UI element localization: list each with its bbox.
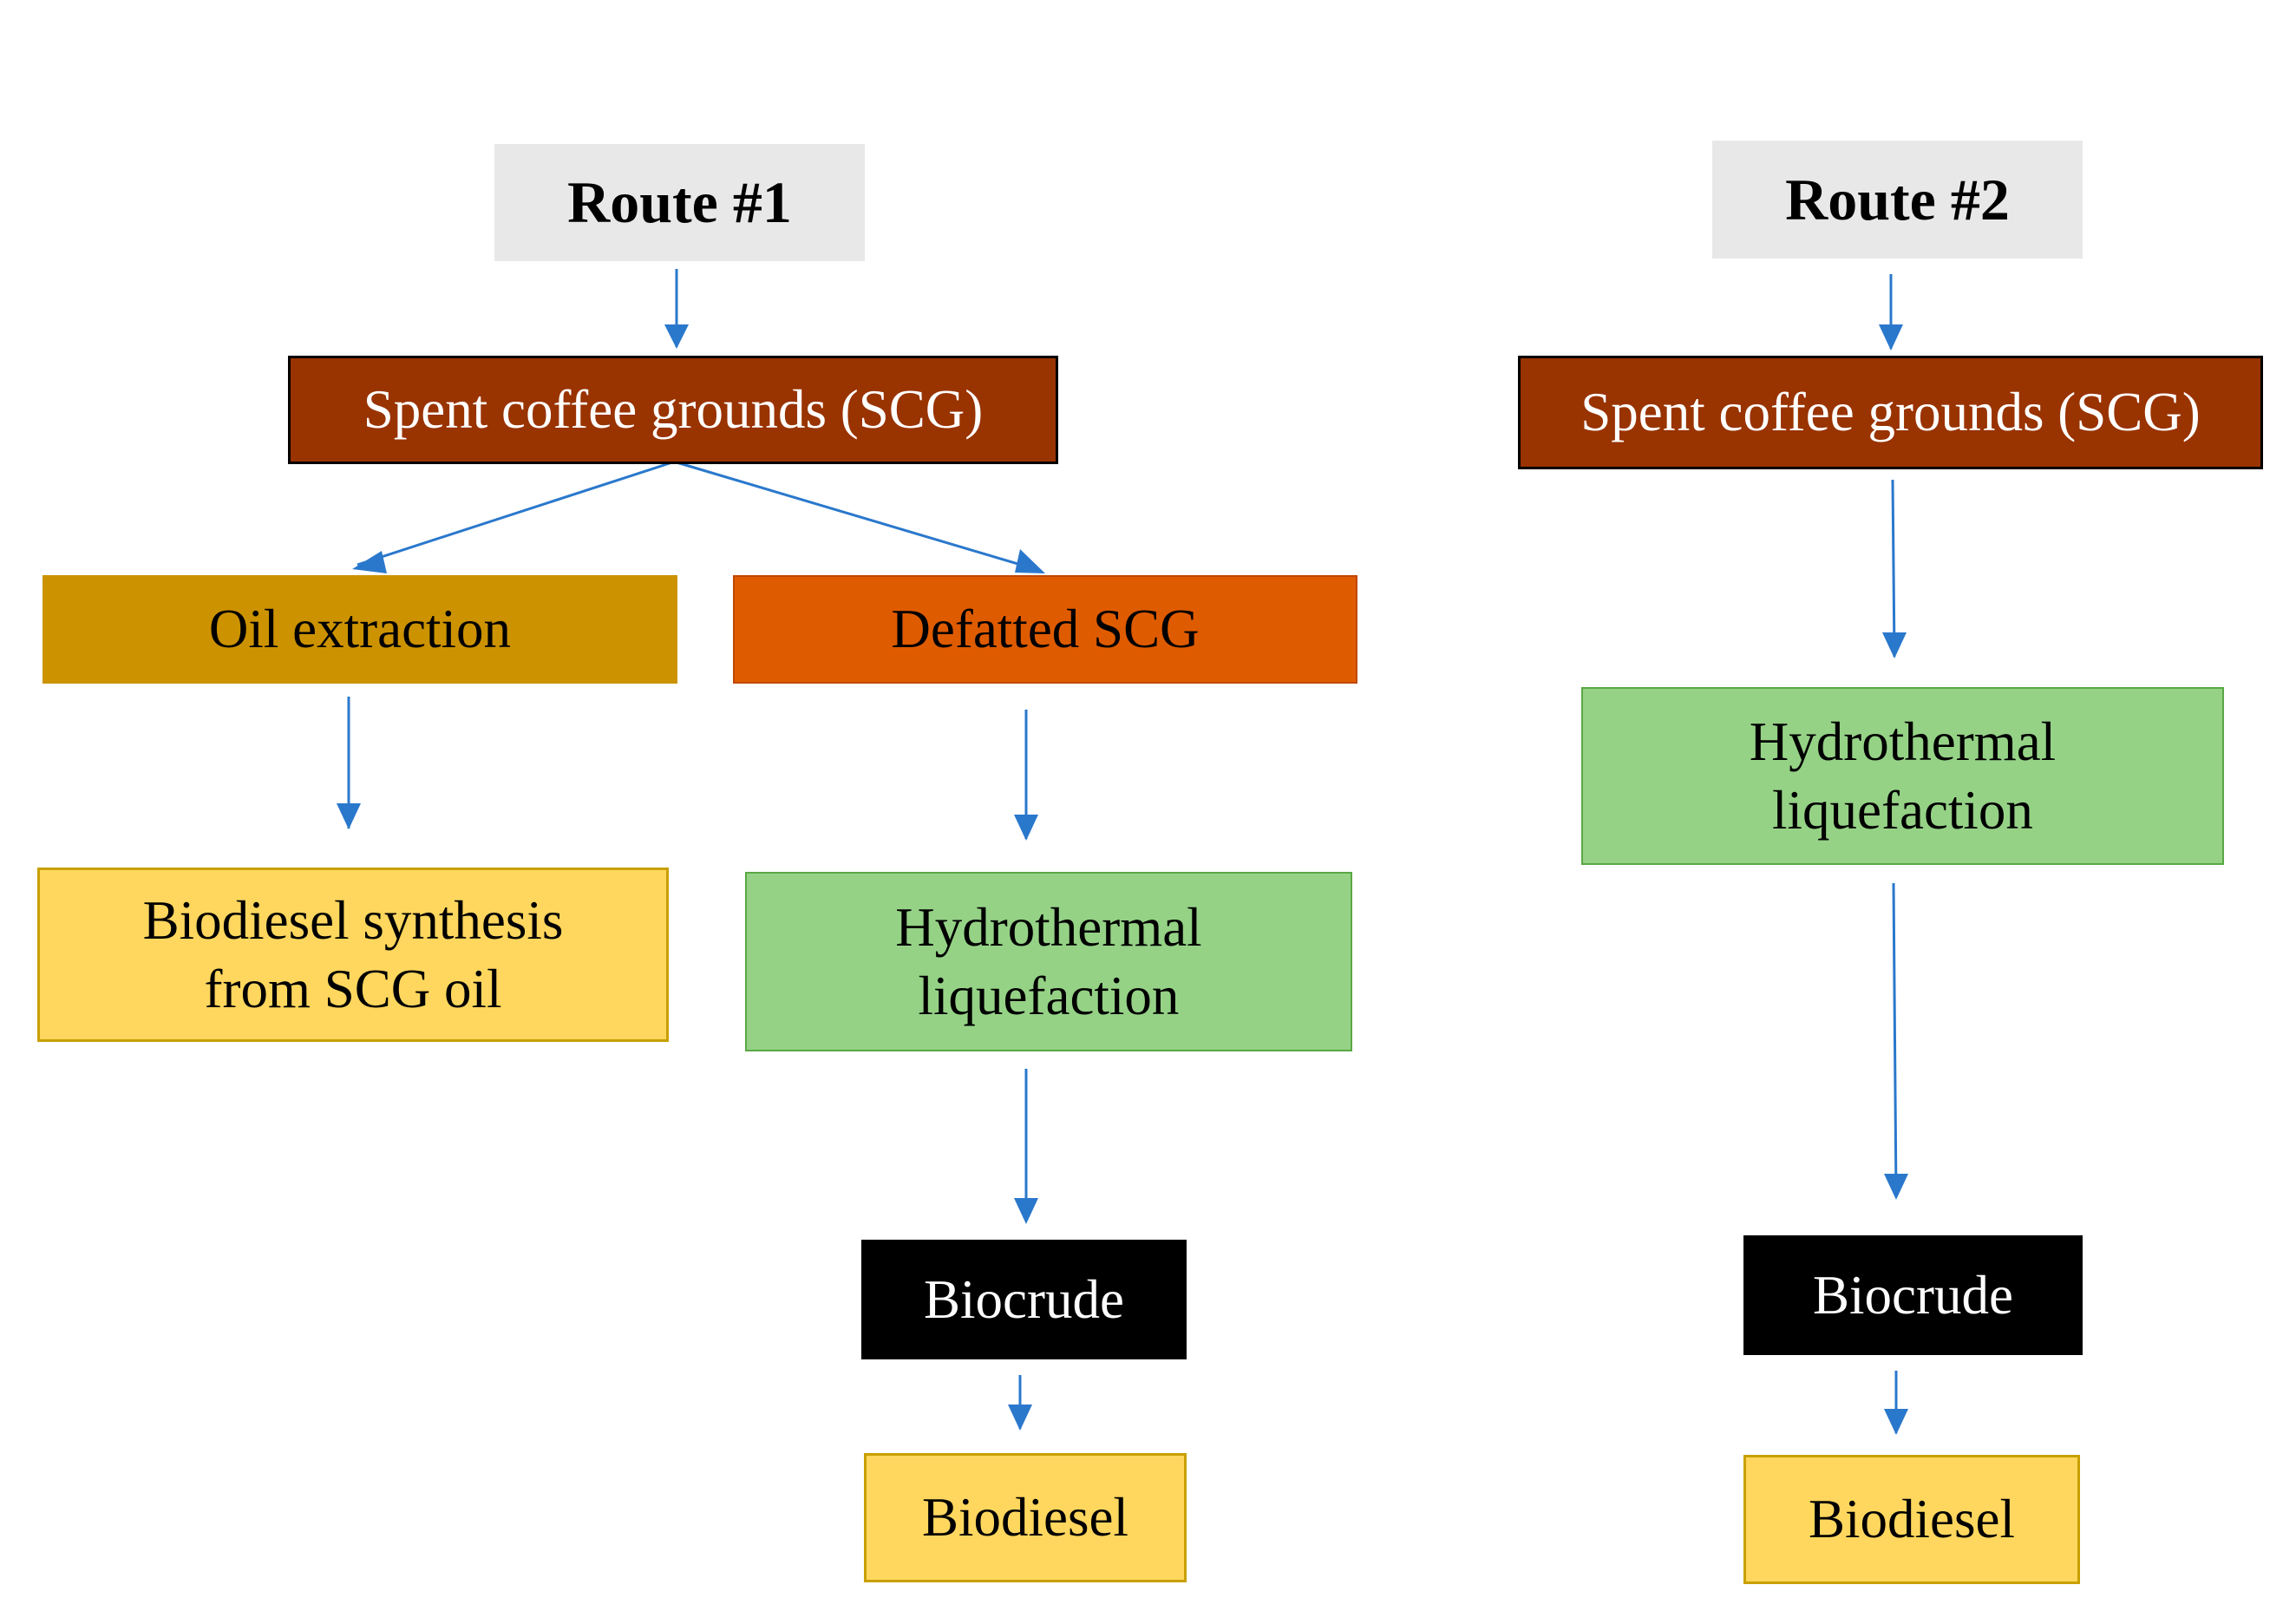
route2-scg-label: Spent coffee grounds (SCG): [1580, 382, 2201, 443]
route2-scg-box: Spent coffee grounds (SCG): [1518, 356, 2263, 469]
route2-htl-label: Hydrothermal liquefaction: [1749, 710, 2057, 841]
arrowhead: [1015, 549, 1045, 573]
arrowhead: [1884, 1409, 1908, 1435]
arrowhead: [1879, 324, 1903, 350]
biodiesel-synthesis-label: Biodiesel synthesis from SCG oil: [142, 889, 564, 1019]
arrow-scg-to-defatted: [676, 461, 1039, 572]
biodiesel-synthesis-box: Biodiesel synthesis from SCG oil: [37, 868, 669, 1042]
arrowhead: [1884, 1174, 1908, 1200]
oil-extraction-label: Oil extraction: [208, 599, 512, 660]
arrowhead: [1014, 815, 1038, 841]
route2-biocrude-box: Biocrude: [1743, 1235, 2083, 1355]
route1-biocrude-box: Biocrude: [861, 1240, 1187, 1359]
arrowhead: [664, 324, 689, 349]
oil-extraction-box: Oil extraction: [43, 575, 677, 684]
defatted-scg-box: Defatted SCG: [733, 575, 1357, 684]
route2-biocrude-label: Biocrude: [1813, 1264, 2013, 1326]
arrowhead: [1882, 632, 1907, 658]
arrow-route2-scg-to-htl: [1891, 479, 1896, 658]
route1-htl-box: Hydrothermal liquefaction: [745, 872, 1352, 1051]
arrowhead: [1014, 1198, 1038, 1224]
arrowhead: [337, 803, 361, 829]
route2-title: Route #2: [1712, 141, 2083, 259]
route2-biodiesel-box: Biodiesel: [1743, 1455, 2080, 1584]
route1-title-text: Route #1: [567, 169, 792, 235]
route1-biocrude-label: Biocrude: [924, 1268, 1124, 1330]
route2-htl-box: Hydrothermal liquefaction: [1581, 687, 2224, 865]
arrow-route2-htl-to-biocrude: [1892, 882, 1898, 1198]
route2-biodiesel-label: Biodiesel: [1809, 1489, 2015, 1550]
route1-title: Route #1: [494, 144, 865, 261]
route1-scg-label: Spent coffee grounds (SCG): [363, 379, 984, 441]
arrowhead: [352, 551, 387, 573]
route1-biodiesel-box: Biodiesel: [864, 1453, 1187, 1582]
defatted-scg-label: Defatted SCG: [891, 599, 1200, 660]
arrow-scg-to-oil-extraction: [357, 461, 673, 566]
route1-scg-box: Spent coffee grounds (SCG): [288, 356, 1058, 464]
arrowhead: [1008, 1405, 1032, 1431]
route2-title-text: Route #2: [1785, 166, 2010, 232]
route1-htl-label: Hydrothermal liquefaction: [895, 896, 1202, 1026]
route1-biodiesel-label: Biodiesel: [922, 1487, 1128, 1549]
